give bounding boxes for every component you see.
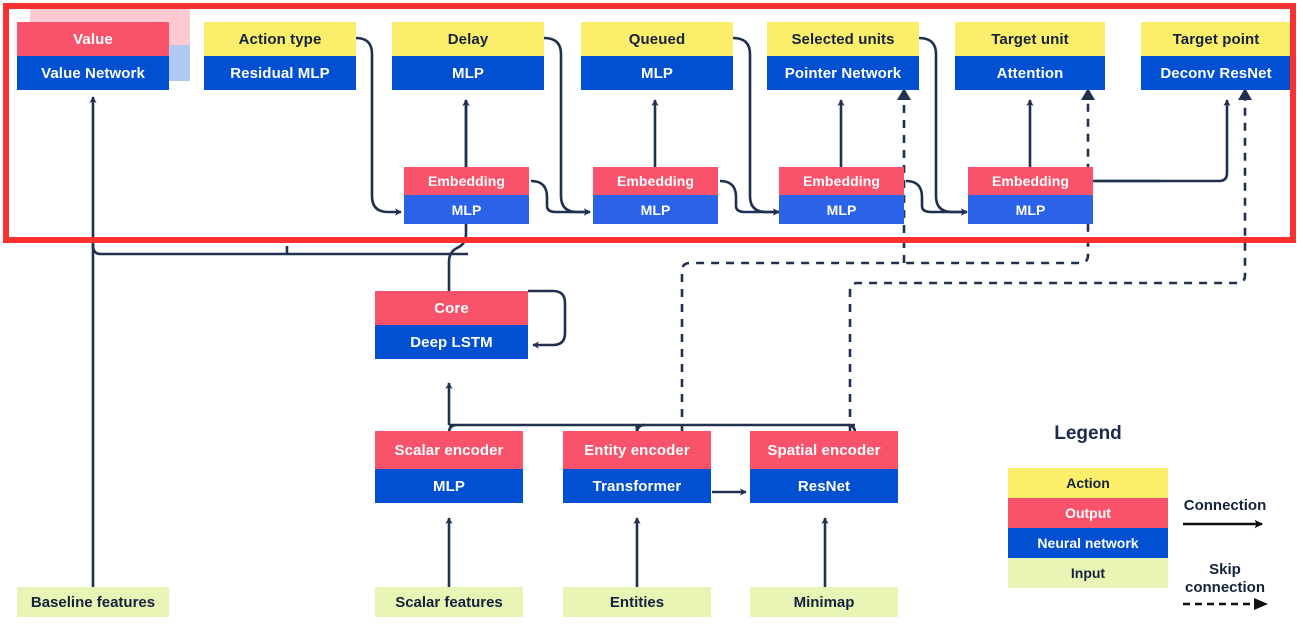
wire-embedding-selected-to-targetunit	[905, 179, 968, 216]
encoder-scalar-network-label: MLP	[375, 469, 523, 503]
legend-swatch-output-label: Output	[1065, 505, 1111, 521]
legend-swatch-neural-network-label: Neural network	[1037, 535, 1139, 551]
legend-swatch-input-label: Input	[1070, 565, 1106, 581]
head-target-point-action-label: Target point	[1141, 22, 1291, 56]
wire-embedding-delay-to-queued	[530, 179, 591, 216]
head-target-point[interactable]: Target point Deconv ResNet	[1141, 22, 1291, 90]
encoder-spatial[interactable]: Spatial encoder ResNet	[750, 431, 898, 503]
core-output-label: Core	[375, 291, 528, 325]
legend-swatch-input: Input	[1008, 558, 1168, 588]
legend-connection-label: Connection	[1183, 497, 1267, 514]
skip-spatial-encoder-bus	[848, 100, 1247, 432]
head-action-type[interactable]: Action type Residual MLP	[204, 22, 356, 90]
embedding-selected-units-output-label: Embedding	[779, 167, 904, 195]
head-selected-units[interactable]: Selected units Pointer Network	[767, 22, 919, 90]
input-entities-label: Entities	[609, 593, 665, 611]
encoder-entity-network-label: Transformer	[563, 469, 711, 503]
encoder-scalar[interactable]: Scalar encoder MLP	[375, 431, 523, 503]
head-queued-network-label: MLP	[581, 56, 733, 90]
legend-swatch-action: Action	[1008, 468, 1168, 498]
embedding-queued-output-label: Embedding	[593, 167, 718, 195]
input-minimap[interactable]: Minimap	[750, 587, 898, 617]
head-value[interactable]: Value Value Network	[17, 22, 169, 90]
head-delay-action-label: Delay	[392, 22, 544, 56]
encoder-entity[interactable]: Entity encoder Transformer	[563, 431, 711, 503]
head-action-type-action-label: Action type	[204, 22, 356, 56]
embedding-target-unit-network-label: MLP	[968, 195, 1093, 224]
head-selected-units-network-label: Pointer Network	[767, 56, 919, 90]
legend-swatch-output: Output	[1008, 498, 1168, 528]
embedding-selected-units[interactable]: Embedding MLP	[779, 167, 904, 224]
encoder-spatial-network-label: ResNet	[750, 469, 898, 503]
embedding-selected-units-network-label: MLP	[779, 195, 904, 224]
legend-swatch-action-label: Action	[1066, 475, 1110, 491]
skip-entity-encoder-bus	[680, 100, 1090, 432]
head-value-network-label: Value Network	[17, 56, 169, 90]
head-action-type-network-label: Residual MLP	[204, 56, 356, 90]
head-queued[interactable]: Queued MLP	[581, 22, 733, 90]
head-target-unit-network-label: Attention	[955, 56, 1105, 90]
legend-skip-label-line1: Skip	[1209, 561, 1241, 578]
head-target-unit-action-label: Target unit	[955, 22, 1105, 56]
input-scalar-features[interactable]: Scalar features	[375, 587, 523, 617]
legend-skip-arrowhead	[1254, 598, 1268, 610]
embedding-delay-output-label: Embedding	[404, 167, 529, 195]
head-delay-network-label: MLP	[392, 56, 544, 90]
head-delay[interactable]: Delay MLP	[392, 22, 544, 90]
input-entities[interactable]: Entities	[563, 587, 711, 617]
input-baseline-features[interactable]: Baseline features	[17, 587, 169, 617]
head-queued-action-label: Queued	[581, 22, 733, 56]
embedding-target-unit[interactable]: Embedding MLP	[968, 167, 1093, 224]
encoder-entity-output-label: Entity encoder	[563, 431, 711, 469]
encoder-spatial-output-label: Spatial encoder	[750, 431, 898, 469]
input-minimap-label: Minimap	[793, 593, 855, 611]
wire-embedding-queued-to-selected	[719, 179, 780, 216]
wire-targetunit-embedding-to-targetpoint	[1095, 99, 1231, 183]
legend-swatch-neural-network: Neural network	[1008, 528, 1168, 558]
head-selected-units-action-label: Selected units	[767, 22, 919, 56]
head-value-action-label: Value	[17, 22, 169, 56]
wire-core-self-loop	[528, 289, 567, 349]
core-network-label: Deep LSTM	[375, 325, 528, 359]
embedding-delay-network-label: MLP	[404, 195, 529, 224]
wire-core-branch-left	[91, 244, 468, 256]
legend-title: Legend	[1054, 423, 1122, 444]
head-target-point-network-label: Deconv ResNet	[1141, 56, 1291, 90]
embedding-target-unit-output-label: Embedding	[968, 167, 1093, 195]
legend-skip-label-line2: connection	[1184, 579, 1266, 596]
input-baseline-features-label: Baseline features	[30, 593, 156, 611]
core-block[interactable]: Core Deep LSTM	[375, 291, 528, 359]
input-scalar-features-label: Scalar features	[395, 593, 503, 611]
encoder-scalar-output-label: Scalar encoder	[375, 431, 523, 469]
embedding-queued-network-label: MLP	[593, 195, 718, 224]
embedding-queued[interactable]: Embedding MLP	[593, 167, 718, 224]
head-target-unit[interactable]: Target unit Attention	[955, 22, 1105, 90]
embedding-delay[interactable]: Embedding MLP	[404, 167, 529, 224]
